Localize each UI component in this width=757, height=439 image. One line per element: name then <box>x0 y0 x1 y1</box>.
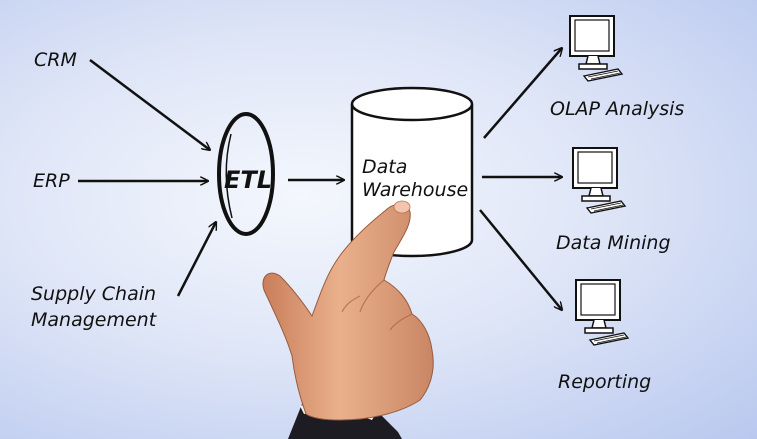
etl-label: ETL <box>224 166 272 194</box>
pointing-hand <box>262 200 434 439</box>
etl-ellipse <box>217 112 275 236</box>
source-crm-label: CRM <box>34 49 77 71</box>
output-reporting-label: Reporting <box>558 371 651 393</box>
output-mining-label: Data Mining <box>556 232 671 254</box>
crm-to-etl-arrow <box>89 59 210 150</box>
source-management-label: Management <box>31 309 158 331</box>
reporting-computer-icon <box>575 279 629 346</box>
warehouse-to-olap-arrow <box>483 48 562 139</box>
source-erp-label: ERP <box>33 170 70 192</box>
olap-computer-icon <box>569 15 623 82</box>
hand-shape <box>262 203 434 421</box>
fingernail <box>393 200 411 214</box>
warehouse-to-reporting-arrow <box>479 209 562 310</box>
warehouse-label-line2: Warehouse <box>362 179 468 201</box>
mining-computer-icon <box>572 147 626 214</box>
warehouse-label-line1: Data <box>362 156 407 178</box>
supply-chain-to-etl-arrow <box>176 222 216 297</box>
source-supply-chain-label: Supply Chain <box>31 283 156 305</box>
output-olap-label: OLAP Analysis <box>550 98 684 120</box>
